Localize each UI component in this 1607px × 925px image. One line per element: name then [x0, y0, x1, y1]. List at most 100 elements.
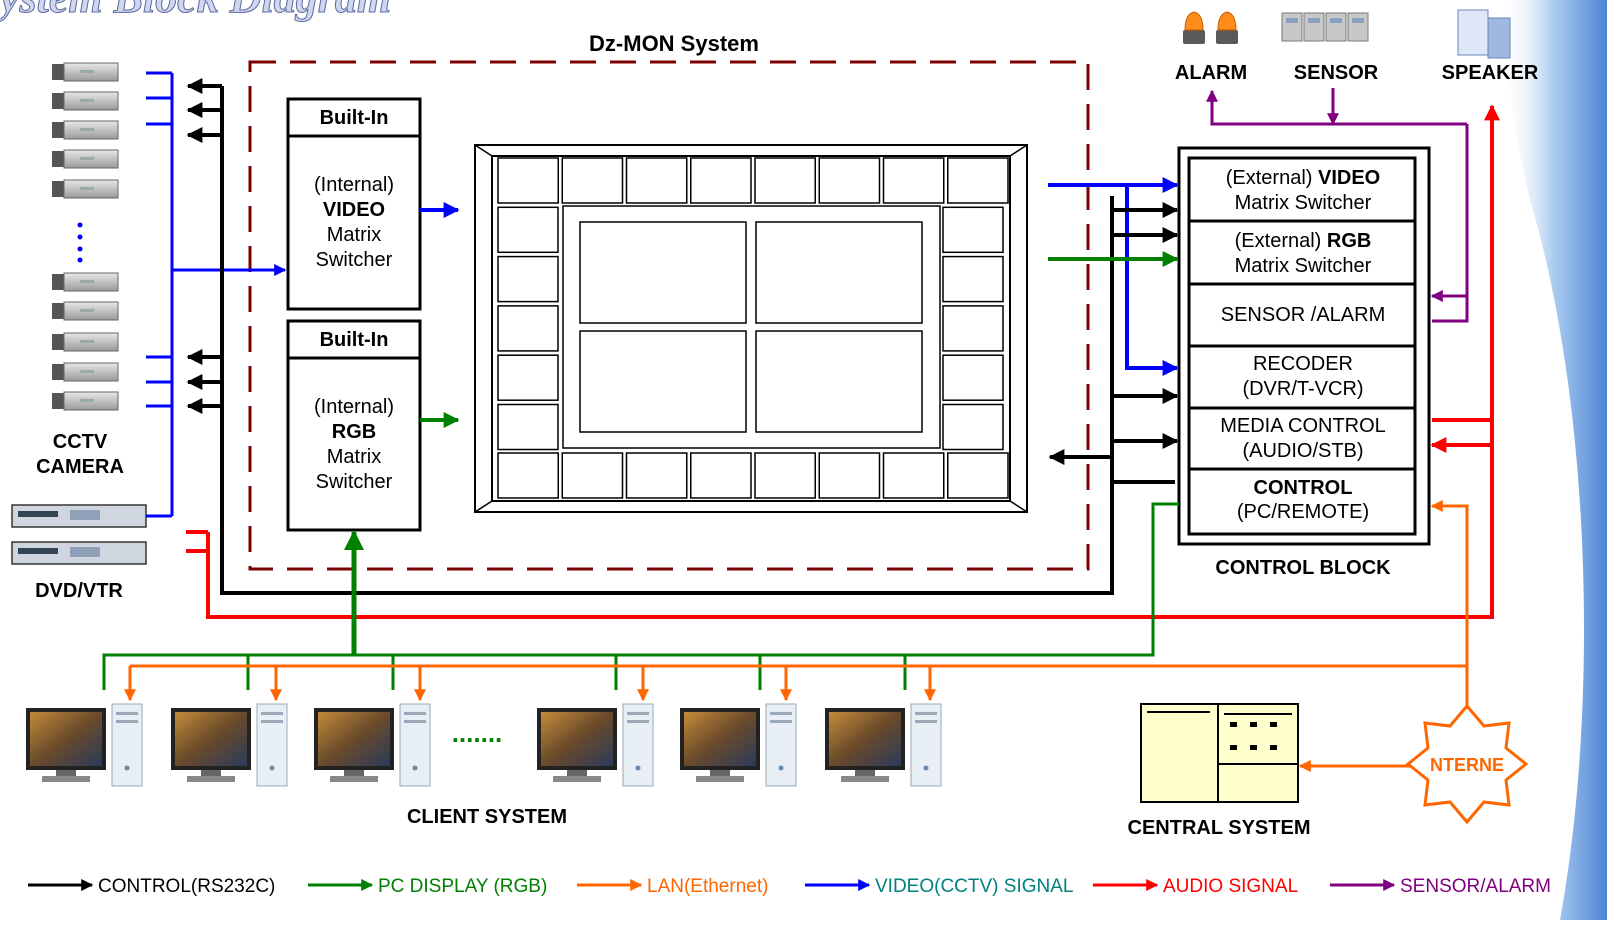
internal-rgb-switcher: Built-In (Internal) RGB Matrix Switcher	[286, 319, 422, 532]
cctv-camera-icon	[52, 332, 119, 352]
legend-label: CONTROL(RS232C)	[98, 876, 275, 897]
system-frame	[248, 60, 1090, 571]
cctv-camera-icon	[52, 179, 119, 199]
control-block: (External) VIDEO Matrix Switcher (Extern…	[1177, 146, 1431, 546]
wall-tile	[942, 305, 1004, 352]
rgb-switcher-line4: Switcher	[316, 471, 393, 493]
recoder-line1: RECODER	[1253, 353, 1353, 375]
ellipsis-dot	[77, 257, 83, 263]
wall-tile	[690, 452, 752, 499]
wall-tile	[497, 255, 559, 303]
right-control-lines	[1048, 202, 1179, 465]
cctv-camera-icon	[52, 391, 119, 411]
cctv-camera-icon	[52, 301, 119, 321]
rgb-bus-lines	[102, 502, 1179, 690]
cctv-camera-label-2: CAMERA	[36, 456, 124, 478]
client-computer-icon	[171, 703, 288, 787]
cctv-camera-icon	[52, 149, 119, 169]
cctv-camera-icon	[52, 120, 119, 140]
sensor-alarm-cell: SENSOR /ALARM	[1221, 304, 1385, 326]
right-video-lines	[1048, 177, 1179, 376]
rgb-switcher-header: Built-In	[320, 329, 389, 351]
video-switcher-line1: (Internal)	[314, 174, 394, 196]
client-computer-icon	[26, 703, 143, 787]
wall-tile	[942, 354, 1004, 401]
media-control-line1: MEDIA CONTROL	[1220, 415, 1386, 437]
internet-label: NTERNE	[1430, 755, 1504, 775]
speaker-icon	[1457, 9, 1511, 59]
ellipsis-dot	[77, 246, 83, 252]
rgb-switcher-line1: (Internal)	[314, 396, 394, 418]
client-dots: .......	[452, 718, 503, 748]
wall-tile	[561, 157, 624, 204]
wall-tile	[497, 452, 559, 499]
lan-bus-lines	[124, 500, 1469, 772]
control-line1: CONTROL	[1254, 477, 1353, 499]
wall-tile	[942, 206, 1004, 254]
cctv-camera-label-1: CCTV	[53, 431, 108, 453]
audio-signal-lines	[186, 106, 1492, 619]
wall-display-quadrant	[755, 330, 923, 433]
client-computer-icon	[680, 703, 797, 787]
client-computers	[26, 703, 942, 787]
cctv-camera-icon	[52, 91, 119, 111]
ext-rgb-line1: (External) RGB	[1235, 230, 1372, 252]
wall-display-quadrant	[579, 221, 747, 324]
ext-video-line1: (External) VIDEO	[1226, 167, 1381, 189]
legend-label: LAN(Ethernet)	[647, 876, 768, 897]
video-switcher-line3: Matrix	[327, 224, 381, 246]
wall-tile	[754, 157, 816, 204]
cctv-camera-icon	[52, 362, 119, 382]
wall-tile	[497, 354, 559, 401]
wall-tile	[942, 255, 1004, 303]
ext-video-line2: Matrix Switcher	[1235, 192, 1372, 214]
wall-tile	[625, 452, 688, 499]
control-line2: (PC/REMOTE)	[1237, 501, 1369, 523]
central-system-cabinet	[1140, 703, 1299, 803]
control-block-label: CONTROL BLOCK	[1215, 557, 1391, 579]
sensor-icon	[1281, 12, 1369, 42]
wall-tile	[818, 157, 881, 204]
wall-tile	[497, 157, 559, 204]
wall-tile	[497, 305, 559, 352]
legend-label: SENSOR/ALARM	[1400, 876, 1551, 897]
camera-group	[52, 62, 119, 411]
dvd-vtr-label: DVD/VTR	[35, 580, 123, 602]
cctv-camera-icon	[52, 272, 119, 292]
wall-tile	[497, 403, 559, 451]
legend-label: VIDEO(CCTV) SIGNAL	[875, 876, 1073, 897]
dvd-vtr-device	[11, 504, 147, 565]
client-computer-icon	[314, 703, 431, 787]
wall-tile	[497, 206, 559, 254]
diagram-title: ystem Block Diagram	[0, 0, 391, 22]
media-control-line2: (AUDIO/STB)	[1242, 440, 1363, 462]
sensor-label: SENSOR	[1294, 62, 1379, 84]
video-wall	[474, 144, 1028, 513]
wall-tile	[625, 157, 688, 204]
video-signal-lines-left	[146, 71, 287, 518]
system-label: Dz-MON System	[589, 31, 759, 56]
wall-display-quadrant	[755, 221, 923, 324]
ext-rgb-line2: Matrix Switcher	[1235, 255, 1372, 277]
rgb-switcher-line2: RGB	[332, 421, 376, 443]
recoder-line2: (DVR/T-VCR)	[1242, 378, 1363, 400]
alarm-label: ALARM	[1175, 62, 1247, 84]
wall-tile	[947, 157, 1009, 204]
client-system-label: CLIENT SYSTEM	[407, 806, 567, 828]
client-computer-icon	[537, 703, 654, 787]
ellipsis-dot	[77, 234, 83, 240]
legend: CONTROL(RS232C)PC DISPLAY (RGB)LAN(Ether…	[28, 876, 1551, 897]
wall-tile	[942, 403, 1004, 451]
video-switcher-header: Built-In	[320, 107, 389, 129]
video-switcher-line4: Switcher	[316, 249, 393, 271]
decorative-swoosh	[1500, 0, 1607, 920]
wall-tile	[882, 157, 945, 204]
cctv-camera-icon	[52, 62, 119, 82]
wall-tile	[818, 452, 881, 499]
video-switcher-line2: VIDEO	[323, 199, 385, 221]
client-computer-icon	[825, 703, 942, 787]
internet-star	[1405, 703, 1529, 825]
speaker-label: SPEAKER	[1442, 62, 1539, 84]
wall-tile	[561, 452, 624, 499]
